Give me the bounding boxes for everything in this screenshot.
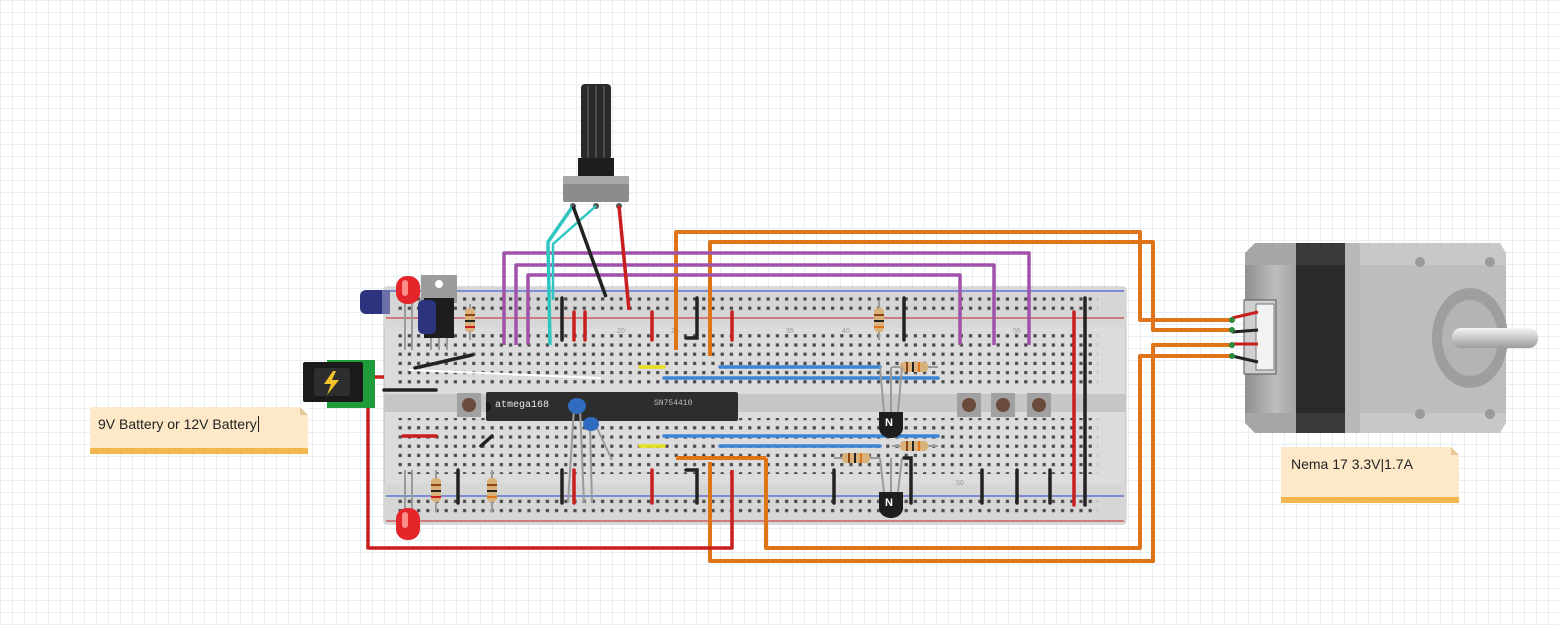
motor-wires-orange — [674, 230, 1232, 563]
push-button — [457, 393, 481, 417]
motor-note[interactable]: Nema 17 3.3V|1.7A — [1281, 447, 1459, 503]
push-buttons[interactable] — [457, 393, 1051, 417]
resistor — [834, 453, 880, 463]
short-jumpers — [382, 296, 1087, 507]
wire-red-pot — [617, 205, 631, 311]
transistor-top: N — [879, 366, 903, 438]
resistor — [431, 470, 441, 512]
chip-label-mcu: atmega168 — [495, 400, 549, 411]
resistor — [465, 304, 475, 340]
resistor — [892, 441, 938, 451]
ceramic-capacitors — [567, 398, 613, 504]
potentiometer-leads — [546, 205, 631, 346]
note-fold — [300, 407, 308, 415]
chip-label-driver: SN754410 — [654, 399, 693, 408]
purple-wires — [502, 251, 1031, 345]
motor-note-text: Nema 17 3.3V|1.7A — [1291, 456, 1413, 472]
wire-black-pot — [571, 205, 608, 298]
power-note[interactable]: 9V Battery or 12V Battery — [90, 407, 308, 454]
wire-end-dots — [1229, 317, 1235, 359]
column-label: 40 — [842, 328, 850, 335]
resistors — [431, 300, 938, 512]
push-button — [1027, 393, 1051, 417]
column-label: 50 — [956, 480, 964, 487]
transistor-bottom: N — [879, 457, 903, 518]
resistor — [892, 362, 938, 372]
resistor — [874, 300, 884, 340]
dc-power-jack[interactable] — [303, 360, 375, 408]
note-fold — [1451, 447, 1459, 455]
sn754410-chip: SN754410 — [646, 392, 738, 421]
transistor-mark: N — [885, 417, 893, 429]
power-bolt-icon — [324, 371, 339, 395]
atmega168-chip: atmega168 — [486, 392, 648, 421]
wire-orange-c — [764, 354, 1232, 550]
rail-holes-bottom — [398, 498, 1098, 518]
motor-shaft — [1452, 328, 1538, 348]
power-note-text: 9V Battery or 12V Battery — [98, 416, 257, 432]
electrolytic-capacitor — [360, 290, 436, 334]
column-label: 35 — [786, 328, 794, 335]
resistor — [487, 470, 497, 512]
potentiometer[interactable] — [563, 84, 629, 209]
column-label: 20 — [617, 328, 625, 335]
text-cursor — [257, 416, 259, 432]
wire-orange-a — [674, 230, 1232, 350]
led-red-bottom — [396, 470, 420, 540]
led-red-top — [396, 276, 420, 350]
stepper-motor — [1231, 243, 1538, 433]
wire-orange-b — [708, 240, 1232, 356]
push-button — [957, 393, 981, 417]
push-button — [991, 393, 1015, 417]
transistor-mark: N — [885, 497, 893, 509]
rail-holes-top — [398, 295, 1098, 315]
wire-cyan — [546, 205, 575, 346]
column-label: 55 — [1013, 328, 1021, 335]
wire-orange-d — [708, 343, 1232, 563]
